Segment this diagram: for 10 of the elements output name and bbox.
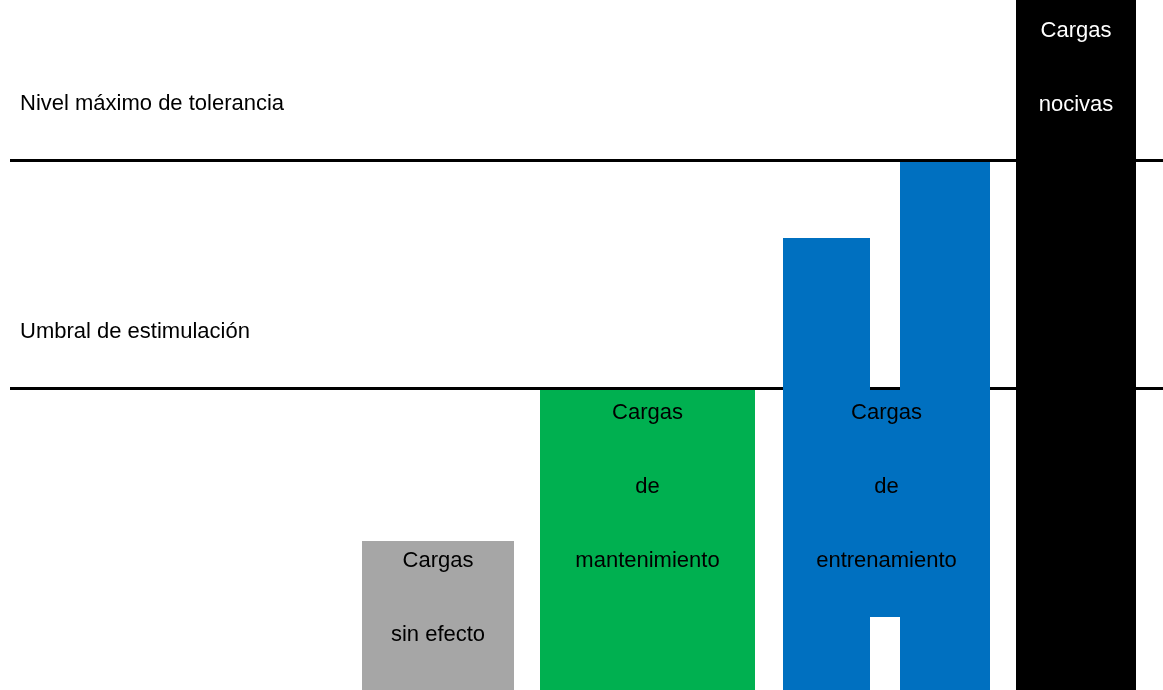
level-label: Umbral de estimulación [20, 317, 250, 345]
stepped-bar [783, 162, 990, 690]
bar-label: Cargas sin efecto [389, 546, 487, 648]
load-bar [362, 541, 514, 690]
bar-label: Cargas de entrenamiento [815, 398, 958, 574]
bar-label: Cargas de mantenimiento [574, 398, 721, 574]
load-bar [1016, 0, 1136, 690]
load-bar [540, 390, 755, 690]
bar-label: Cargas nocivas [1037, 16, 1115, 118]
level-label: Nivel máximo de tolerancia [20, 89, 285, 117]
